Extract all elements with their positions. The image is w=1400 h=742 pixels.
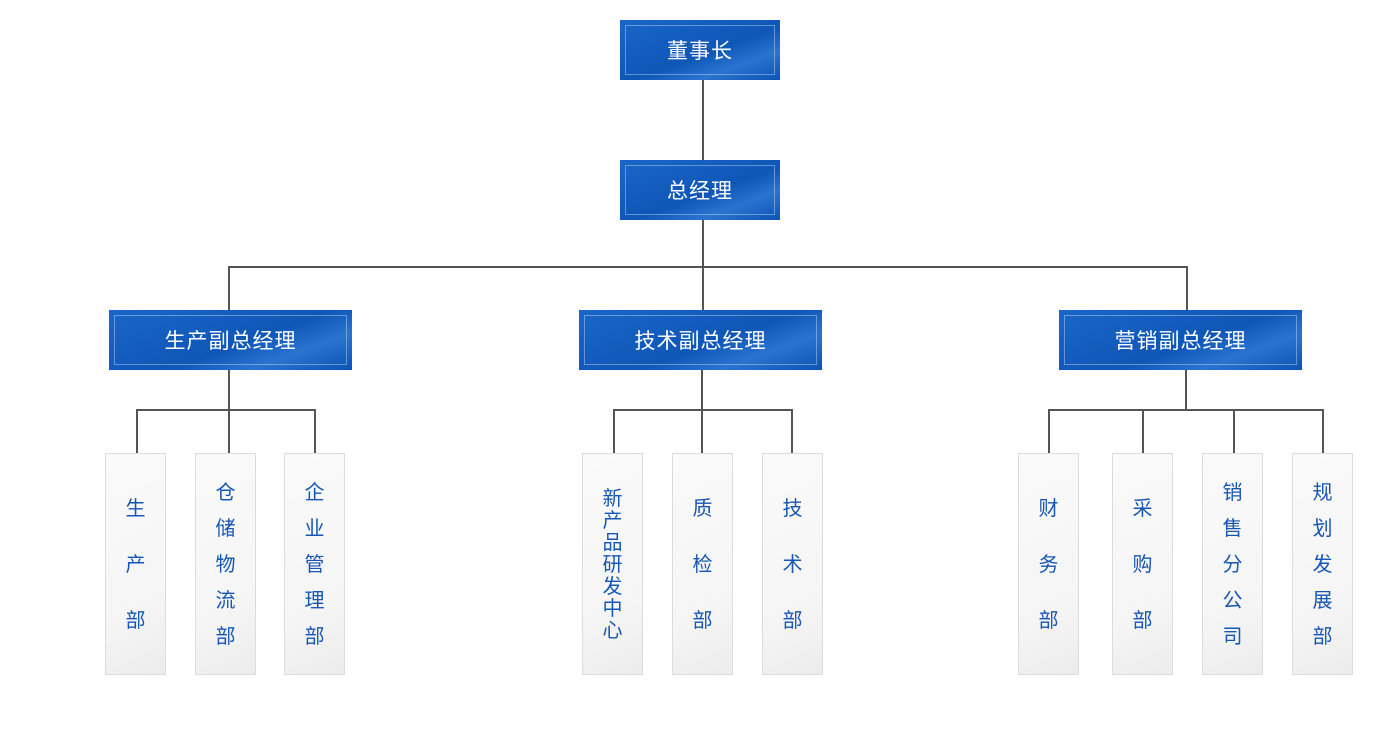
dept-label-char: 储 [215, 516, 236, 540]
dept-label-char: 销 [1222, 480, 1243, 504]
chairman-label: 董事长 [667, 39, 733, 63]
dept-label-char: 财 [1038, 496, 1059, 520]
general-manager-box: 总经理 [620, 160, 780, 220]
dept-label-char: 公 [1222, 588, 1243, 612]
connector-chairman-gm [702, 79, 704, 160]
dept-warehouse-logistics-label: 仓储物流部 [216, 474, 236, 654]
dept-label-char: 心 [602, 618, 623, 642]
dept-label-char: 产 [125, 552, 146, 576]
dept-label-char: 理 [304, 588, 325, 612]
connector-dept-procurement [1142, 409, 1144, 453]
dept-label-char: 售 [1222, 516, 1243, 540]
connector-dept-tech [791, 409, 793, 453]
dept-enterprise-management-box: 企业管理部 [284, 453, 345, 675]
dept-label-char: 仓 [215, 480, 236, 504]
dept-label-char: 物 [215, 552, 236, 576]
dept-label-char: 采 [1132, 496, 1153, 520]
dept-label-char: 流 [215, 588, 236, 612]
general-manager-label: 总经理 [667, 179, 733, 203]
dept-label-char: 部 [782, 608, 803, 632]
dept-sales-branch-box: 销售分公司 [1202, 453, 1263, 675]
dept-label-char: 分 [1222, 552, 1243, 576]
dept-label-char: 研 [602, 552, 623, 576]
dept-label-char: 质 [692, 496, 713, 520]
dept-label-char: 技 [782, 496, 803, 520]
dept-label-char: 检 [692, 552, 713, 576]
dept-planning-development-box: 规划发展部 [1292, 453, 1353, 675]
dept-label-char: 新 [602, 486, 623, 510]
dept-quality-inspection-label: 质检部 [693, 480, 713, 648]
connector-production-bus [136, 409, 316, 411]
dept-label-char: 规 [1312, 480, 1333, 504]
connector-technology-bus [613, 409, 793, 411]
dept-quality-inspection-box: 质检部 [672, 453, 733, 675]
dept-procurement-box: 采购部 [1112, 453, 1173, 675]
dept-label-char: 管 [304, 552, 325, 576]
vp-production-label: 生产副总经理 [164, 329, 297, 353]
dept-warehouse-logistics-box: 仓储物流部 [195, 453, 256, 675]
dept-label-char: 企 [304, 480, 325, 504]
dept-new-product-rd-label: 新产品研发中心 [603, 487, 623, 641]
connector-marketing-bus [1048, 409, 1324, 411]
connector-dept-production [136, 409, 138, 453]
dept-label-char: 部 [125, 608, 146, 632]
dept-label-char: 发 [602, 574, 623, 598]
vp-marketing-box: 营销副总经理 [1059, 310, 1302, 370]
connector-dept-finance [1048, 409, 1050, 453]
connector-dept-planning [1322, 409, 1324, 453]
dept-label-char: 业 [304, 516, 325, 540]
connector-dept-sales [1233, 409, 1235, 453]
connector-marketing-trunk [1185, 369, 1187, 410]
dept-enterprise-management-label: 企业管理部 [305, 474, 325, 654]
vp-production-box: 生产副总经理 [109, 310, 352, 370]
dept-sales-branch-label: 销售分公司 [1223, 474, 1243, 654]
dept-label-char: 品 [602, 530, 623, 554]
dept-label-char: 中 [602, 596, 623, 620]
dept-label-char: 展 [1312, 588, 1333, 612]
dept-label-char: 生 [125, 496, 146, 520]
connector-technology-trunk [701, 369, 703, 453]
dept-label-char: 部 [304, 624, 325, 648]
dept-label-char: 司 [1222, 624, 1243, 648]
dept-label-char: 部 [1132, 608, 1153, 632]
connector-production-trunk [228, 369, 230, 453]
connector-vp-bus [228, 266, 1188, 268]
dept-label-char: 术 [782, 552, 803, 576]
connector-dept-enterprise [314, 409, 316, 453]
dept-label-char: 部 [1038, 608, 1059, 632]
dept-technology-box: 技术部 [762, 453, 823, 675]
dept-technology-label: 技术部 [783, 480, 803, 648]
dept-new-product-rd-box: 新产品研发中心 [582, 453, 643, 675]
dept-label-char: 部 [692, 608, 713, 632]
dept-label-char: 产 [602, 508, 623, 532]
dept-planning-development-label: 规划发展部 [1313, 474, 1333, 654]
dept-label-char: 务 [1038, 552, 1059, 576]
dept-production-label: 生产部 [126, 480, 146, 648]
vp-technology-label: 技术副总经理 [634, 329, 767, 353]
connector-vp-production [228, 266, 230, 310]
dept-label-char: 发 [1312, 552, 1333, 576]
vp-marketing-label: 营销副总经理 [1114, 329, 1247, 353]
dept-finance-box: 财务部 [1018, 453, 1079, 675]
dept-finance-label: 财务部 [1039, 480, 1059, 648]
chairman-box: 董事长 [620, 20, 780, 80]
dept-production-box: 生产部 [105, 453, 166, 675]
connector-dept-rd [613, 409, 615, 453]
connector-vp-marketing [1186, 266, 1188, 310]
dept-label-char: 部 [1312, 624, 1333, 648]
dept-label-char: 划 [1312, 516, 1333, 540]
dept-label-char: 购 [1132, 552, 1153, 576]
vp-technology-box: 技术副总经理 [579, 310, 822, 370]
dept-label-char: 部 [215, 624, 236, 648]
dept-procurement-label: 采购部 [1133, 480, 1153, 648]
connector-gm-down [702, 219, 704, 267]
connector-vp-technology [702, 266, 704, 310]
